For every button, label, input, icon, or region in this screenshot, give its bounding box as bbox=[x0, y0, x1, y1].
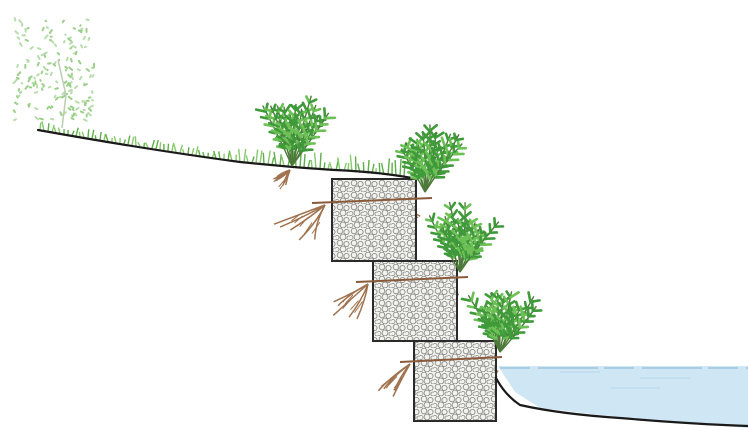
upper-bank bbox=[38, 130, 412, 178]
gabion-basket-middle bbox=[373, 261, 457, 341]
gabion-basket-upper bbox=[332, 179, 416, 261]
gabion-basket-lower bbox=[414, 341, 496, 421]
grass bbox=[40, 121, 405, 176]
background-tree bbox=[14, 18, 95, 128]
